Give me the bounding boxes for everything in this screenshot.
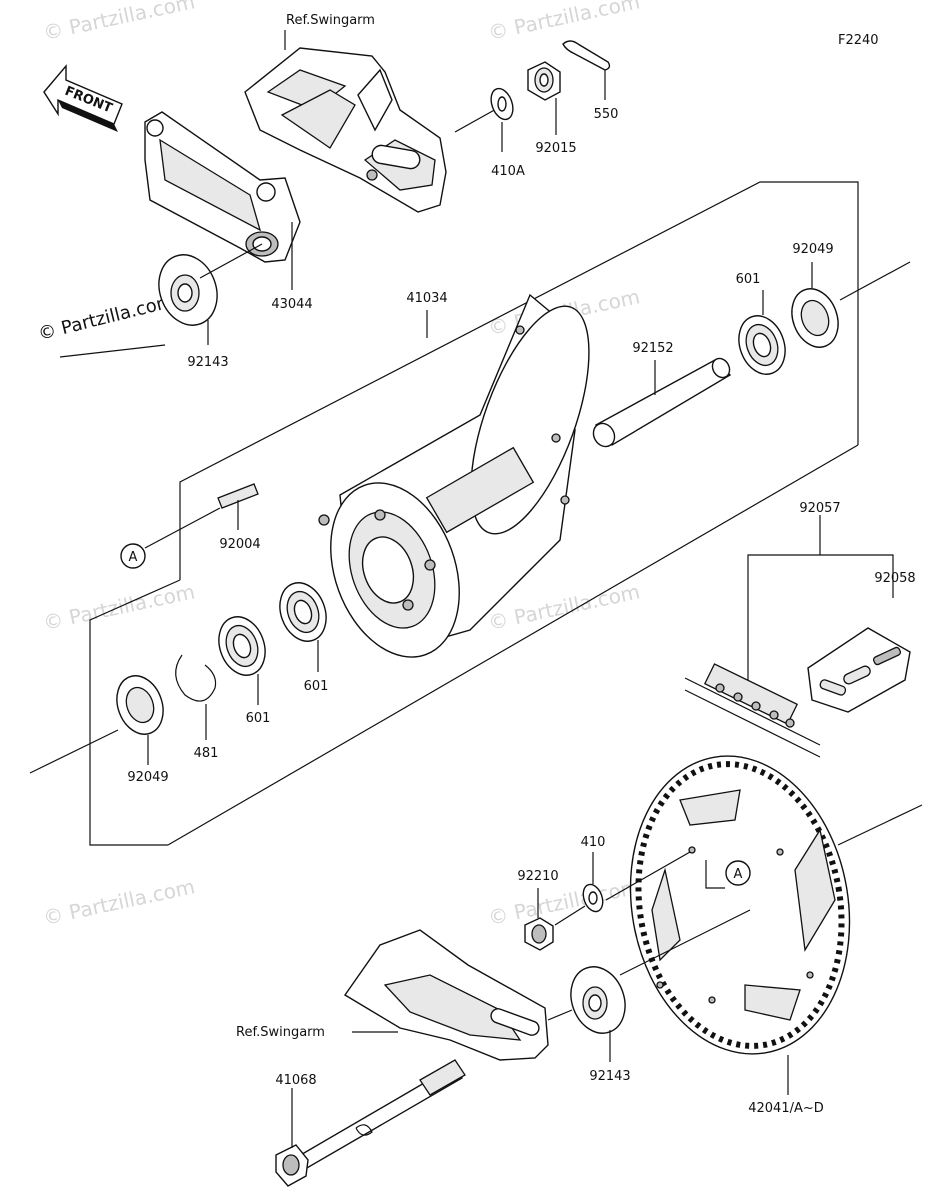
part-label-92152: 92152 xyxy=(632,341,673,356)
part-label-410: 410 xyxy=(581,835,606,850)
part-label-41068: 41068 xyxy=(275,1073,316,1088)
diagram-code: F2240 xyxy=(838,33,879,48)
part-label-601-right: 601 xyxy=(736,272,761,287)
part-label-92143-bottom: 92143 xyxy=(589,1069,630,1084)
part-label-92015: 92015 xyxy=(535,141,576,156)
adjuster-43044-drawing: 43044 xyxy=(144,111,313,312)
collar-92143-bottom-drawing: 92143 xyxy=(547,909,751,1084)
circlip-481-drawing: 481 xyxy=(175,654,219,761)
seal-92049-left-drawing: 92049 xyxy=(116,675,169,785)
seal-92049-right-drawing: 92049 xyxy=(791,242,839,348)
front-arrow-icon: FRONT xyxy=(43,64,123,132)
watermark-text: © Partzilla.com xyxy=(41,874,197,930)
bearing-601-right-drawing: 601 xyxy=(736,272,786,375)
stud-92004-drawing: 92004 A xyxy=(120,483,261,569)
swingarm-bottom-drawing: Ref.Swingarm xyxy=(236,929,549,1061)
assembly-frame-lines: 41034 xyxy=(29,181,911,846)
chain-92057-drawing: 92057 92058 xyxy=(684,501,916,758)
hardware-top-drawing: 410A 92015 550 xyxy=(454,40,619,179)
part-label-43044: 43044 xyxy=(271,297,312,312)
callout-a-left: A xyxy=(129,550,138,565)
part-label-601-mid: 601 xyxy=(304,679,329,694)
part-label-481: 481 xyxy=(194,746,219,761)
part-label-410A: 410A xyxy=(491,164,525,179)
part-label-92004: 92004 xyxy=(219,537,260,552)
chain-links xyxy=(703,663,799,728)
rear-hub-drawing xyxy=(318,293,590,658)
hardware-bottom-drawing: 410 92210 xyxy=(517,835,606,951)
sprocket-42041-drawing: 42041/A~D A xyxy=(605,755,923,1116)
part-label-550: 550 xyxy=(594,107,619,122)
ref-swingarm-top-label: Ref.Swingarm xyxy=(286,13,375,28)
part-label-42041: 42041/A~D xyxy=(748,1101,824,1116)
callout-a-right: A xyxy=(734,867,743,882)
swingarm-top-drawing: Ref.Swingarm xyxy=(244,13,447,213)
part-label-92049-right: 92049 xyxy=(792,242,833,257)
ref-swingarm-bottom-label: Ref.Swingarm xyxy=(236,1025,325,1040)
part-label-41034: 41034 xyxy=(406,291,447,306)
watermark-primary: © Partzilla.com xyxy=(36,291,176,345)
spacer-92152-drawing: 92152 xyxy=(592,341,732,448)
watermark-text: © Partzilla.com xyxy=(486,0,642,45)
part-label-92057: 92057 xyxy=(799,501,840,516)
part-label-92143-top: 92143 xyxy=(187,355,228,370)
bearing-601-left-drawing: 601 xyxy=(218,616,271,726)
bearing-601-mid-drawing: 601 xyxy=(279,582,329,694)
part-label-92210: 92210 xyxy=(517,869,558,884)
axle-41068-drawing: 41068 xyxy=(275,1059,466,1187)
part-label-92049-left: 92049 xyxy=(127,770,168,785)
watermark-text: © Partzilla.com xyxy=(41,0,197,45)
part-label-601-left: 601 xyxy=(246,711,271,726)
collar-92143-top-drawing: 92143 xyxy=(59,243,263,370)
part-label-92058: 92058 xyxy=(874,571,915,586)
watermark-text: © Partzilla.com xyxy=(486,874,642,930)
